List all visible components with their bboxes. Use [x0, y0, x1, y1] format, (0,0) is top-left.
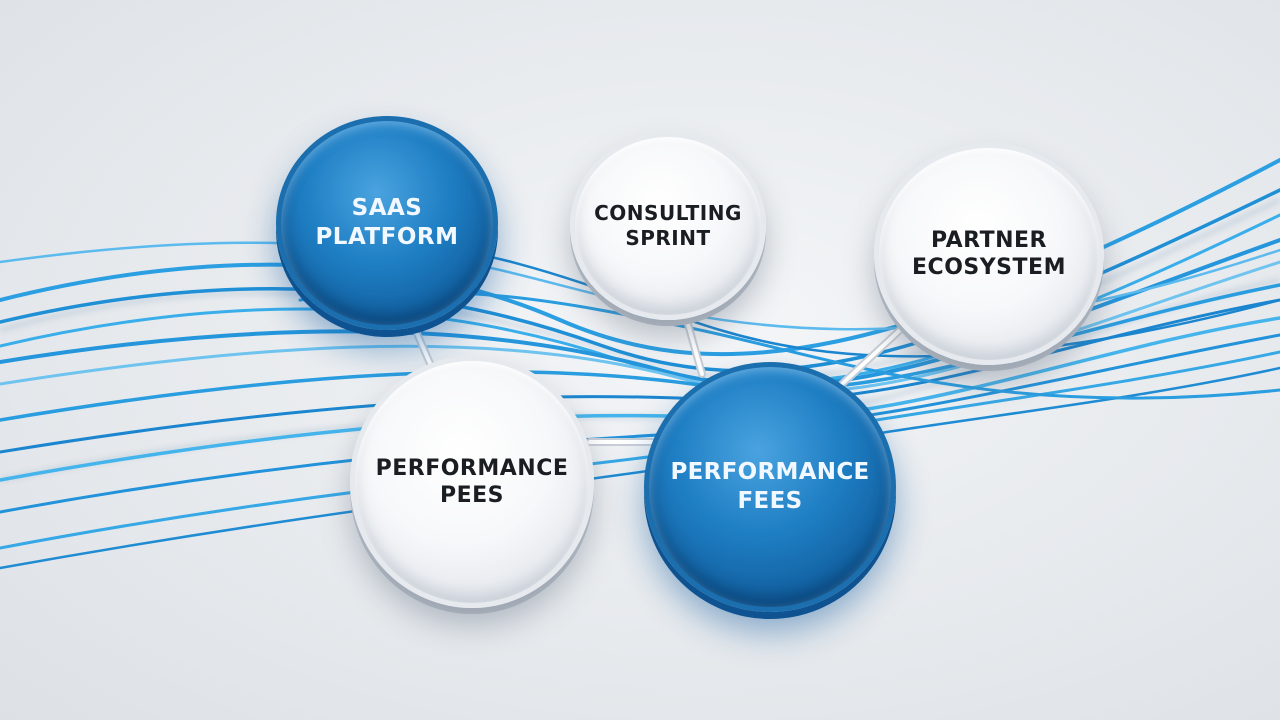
node-label-line: PEES [439, 483, 505, 508]
node-label-line: PERFORMANCE [375, 455, 569, 481]
node-consulting-sprint: CONSULTING SPRINT [570, 132, 766, 320]
node-label-line: CONSULTING [594, 201, 742, 225]
node-label-line: PARTNER [931, 227, 1047, 253]
node-label-line: FEES [737, 488, 803, 514]
node-saas-platform: SAAS PLATFORM [276, 116, 498, 330]
connector-partner-perf-blue-hl [840, 328, 902, 386]
node-partner-ecosystem: PARTNER ECOSYSTEM [874, 143, 1104, 365]
node-label-line: SPRINT [625, 226, 711, 250]
node-performance-pees: PERFORMANCE PEES [350, 356, 594, 608]
node-label-line: SAAS [351, 195, 423, 222]
node-performance-fees: PERFORMANCE FEES [644, 362, 896, 612]
node-label-line: PLATFORM [315, 224, 459, 250]
connector-consulting-perf-blue-hl [682, 308, 704, 376]
cable [378, 238, 1280, 358]
cable [0, 298, 1280, 454]
node-label-line: PERFORMANCE [670, 459, 870, 486]
connector-saas-perf-white-hl [410, 320, 434, 370]
connector-lines [408, 306, 904, 446]
node-label-line: ECOSYSTEM [912, 255, 1066, 280]
